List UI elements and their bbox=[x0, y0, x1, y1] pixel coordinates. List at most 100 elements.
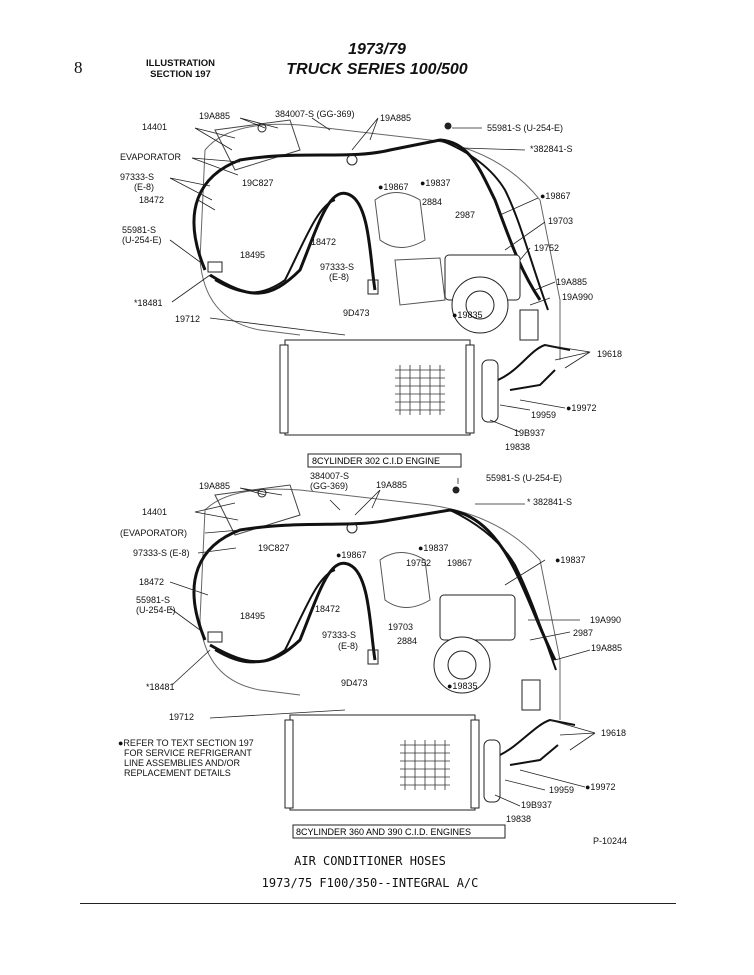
bottom-label-19C827: 19C827 bbox=[258, 543, 290, 553]
bottom-assembly-drawing bbox=[192, 484, 576, 811]
top-label-97333-b-2: (E-8) bbox=[329, 272, 349, 282]
top-label-19C827: 19C827 bbox=[242, 178, 274, 188]
illustration-line-1: ILLUSTRATION bbox=[146, 58, 215, 69]
top-label-382841: *382841-S bbox=[530, 144, 573, 154]
bottom-labels: 19A885 384007-S (GG-369) 19A885 55981-S … bbox=[120, 471, 626, 824]
top-label-18495: 18495 bbox=[240, 250, 265, 260]
title-series: TRUCK SERIES 100/500 bbox=[286, 61, 468, 78]
bottom-label-9D473: 9D473 bbox=[341, 678, 368, 688]
illustration-line-2: SECTION 197 bbox=[150, 69, 211, 80]
top-label-evaporator: EVAPORATOR bbox=[120, 152, 182, 162]
top-label-9D473: 9D473 bbox=[343, 308, 370, 318]
top-label-19837: ●19837 bbox=[420, 178, 450, 188]
top-label-19703: 19703 bbox=[548, 216, 573, 226]
figure-code: P-10244 bbox=[593, 836, 627, 846]
top-label-2884: 2884 bbox=[422, 197, 442, 207]
top-label-19752: 19752 bbox=[534, 243, 559, 253]
bottom-label-384007-2: (GG-369) bbox=[310, 481, 348, 491]
bottom-label-19838: 19838 bbox=[506, 814, 531, 824]
top-label-19A990: 19A990 bbox=[562, 292, 593, 302]
bottom-engine-label-box bbox=[292, 824, 506, 839]
top-label-97333-b-1: 97333-S bbox=[320, 262, 354, 272]
top-label-14401: 14401 bbox=[142, 122, 167, 132]
bottom-label-19835: ●19835 bbox=[447, 681, 477, 691]
bottom-condenser bbox=[289, 714, 476, 811]
bottom-label-19A885-b: 19A885 bbox=[376, 480, 407, 490]
bottom-label-2884: 2884 bbox=[397, 636, 417, 646]
illustration-section-label: ILLUSTRATION SECTION 197 bbox=[146, 58, 215, 80]
top-label-55981-left-1: 55981-S bbox=[122, 225, 156, 235]
bottom-label-2987: 2987 bbox=[573, 628, 593, 638]
top-leader-lines bbox=[169, 117, 591, 433]
bottom-label-19837-a: ●19837 bbox=[418, 543, 448, 553]
bottom-label-97333-b-1: 97333-S bbox=[322, 630, 356, 640]
page-number: 8 bbox=[74, 58, 83, 77]
top-label-384007: 384007-S (GG-369) bbox=[275, 109, 355, 119]
service-note-line-4: REPLACEMENT DETAILS bbox=[124, 768, 231, 778]
top-label-19B937: 19B937 bbox=[514, 428, 545, 438]
bottom-label-382841: * 382841-S bbox=[527, 497, 572, 507]
bottom-label-19B937: 19B937 bbox=[521, 800, 552, 810]
bottom-label-384007-1: 384007-S bbox=[310, 471, 349, 481]
top-label-19838: 19838 bbox=[505, 442, 530, 452]
bottom-label-19A885-c: 19A885 bbox=[591, 643, 622, 653]
page-title: 1973/79 TRUCK SERIES 100/500 bbox=[282, 40, 472, 80]
service-note: ●REFER TO TEXT SECTION 197 FOR SERVICE R… bbox=[118, 738, 254, 778]
bottom-label-19712: 19712 bbox=[169, 712, 194, 722]
bottom-label-55981-left-2: (U-254-E) bbox=[136, 605, 176, 615]
top-label-19712: 19712 bbox=[175, 314, 200, 324]
top-label-2987: 2987 bbox=[455, 210, 475, 220]
top-label-18472-a: 18472 bbox=[139, 195, 164, 205]
bottom-label-14401: 14401 bbox=[142, 507, 167, 517]
top-suction-hose bbox=[192, 138, 542, 301]
service-note-line-3: LINE ASSEMBLIES AND/OR bbox=[124, 758, 241, 768]
bottom-label-18481: *18481 bbox=[146, 682, 175, 692]
top-label-55981-left-2: (U-254-E) bbox=[122, 235, 162, 245]
bottom-compressor bbox=[439, 594, 516, 641]
caption-subtitle: 1973/75 F100/350--INTEGRAL A/C bbox=[261, 876, 479, 890]
bottom-label-55981-left-1: 55981-S bbox=[136, 595, 170, 605]
top-label-55981-right: 55981-S (U-254-E) bbox=[487, 123, 563, 133]
bottom-label-19752: 19752 bbox=[406, 558, 431, 568]
bottom-label-evaporator: (EVAPORATOR) bbox=[120, 528, 187, 538]
bottom-label-18472-a: 18472 bbox=[139, 577, 164, 587]
top-label-97333: 97333-S bbox=[120, 172, 154, 182]
top-label-19972: ●19972 bbox=[566, 403, 596, 413]
top-label-19835: ●19835 bbox=[452, 310, 482, 320]
footer-rule bbox=[80, 903, 676, 904]
top-label-18472-b: 18472 bbox=[311, 237, 336, 247]
bottom-receiver-drier bbox=[483, 739, 501, 803]
service-note-line-1: ●REFER TO TEXT SECTION 197 bbox=[118, 738, 254, 748]
bottom-label-19703: 19703 bbox=[388, 622, 413, 632]
top-label-19867-b: ●19867 bbox=[540, 191, 570, 201]
bottom-engine-label: 8CYLINDER 360 AND 390 C.I.D. ENGINES bbox=[296, 827, 471, 837]
top-engine-label-box bbox=[307, 453, 462, 468]
top-condenser bbox=[284, 339, 471, 436]
bottom-label-97333: 97333-S (E-8) bbox=[133, 548, 190, 558]
top-label-19867-a: ●19867 bbox=[378, 182, 408, 192]
top-assembly-drawing bbox=[192, 119, 571, 436]
top-label-18481: *18481 bbox=[134, 298, 163, 308]
bottom-label-97333-b-2: (E-8) bbox=[338, 641, 358, 651]
top-label-e8: (E-8) bbox=[134, 182, 154, 192]
caption-title: AIR CONDITIONER HOSES bbox=[294, 854, 446, 868]
service-note-line-2: FOR SERVICE REFRIGERANT bbox=[124, 748, 252, 758]
bottom-label-19A885-a: 19A885 bbox=[199, 481, 230, 491]
bottom-label-19A990: 19A990 bbox=[590, 615, 621, 625]
bottom-label-18495: 18495 bbox=[240, 611, 265, 621]
top-discharge-hose bbox=[209, 191, 377, 295]
top-label-19A885-c: 19A885 bbox=[556, 277, 587, 287]
top-label-19A885-a: 19A885 bbox=[199, 111, 230, 121]
top-label-19A885-b: 19A885 bbox=[380, 113, 411, 123]
top-label-19618: 19618 bbox=[597, 349, 622, 359]
bottom-label-19959: 19959 bbox=[549, 785, 574, 795]
bottom-label-19867-a: ●19867 bbox=[336, 550, 366, 560]
title-years: 1973/79 bbox=[348, 41, 406, 58]
top-engine-label: 8CYLINDER 302 C.I.D ENGINE bbox=[312, 456, 440, 466]
bottom-label-18472-b: 18472 bbox=[315, 604, 340, 614]
bottom-label-19867-b: 19867 bbox=[447, 558, 472, 568]
bottom-label-19837-b: ●19837 bbox=[555, 555, 585, 565]
top-receiver-drier bbox=[481, 359, 499, 423]
top-label-19959: 19959 bbox=[531, 410, 556, 420]
